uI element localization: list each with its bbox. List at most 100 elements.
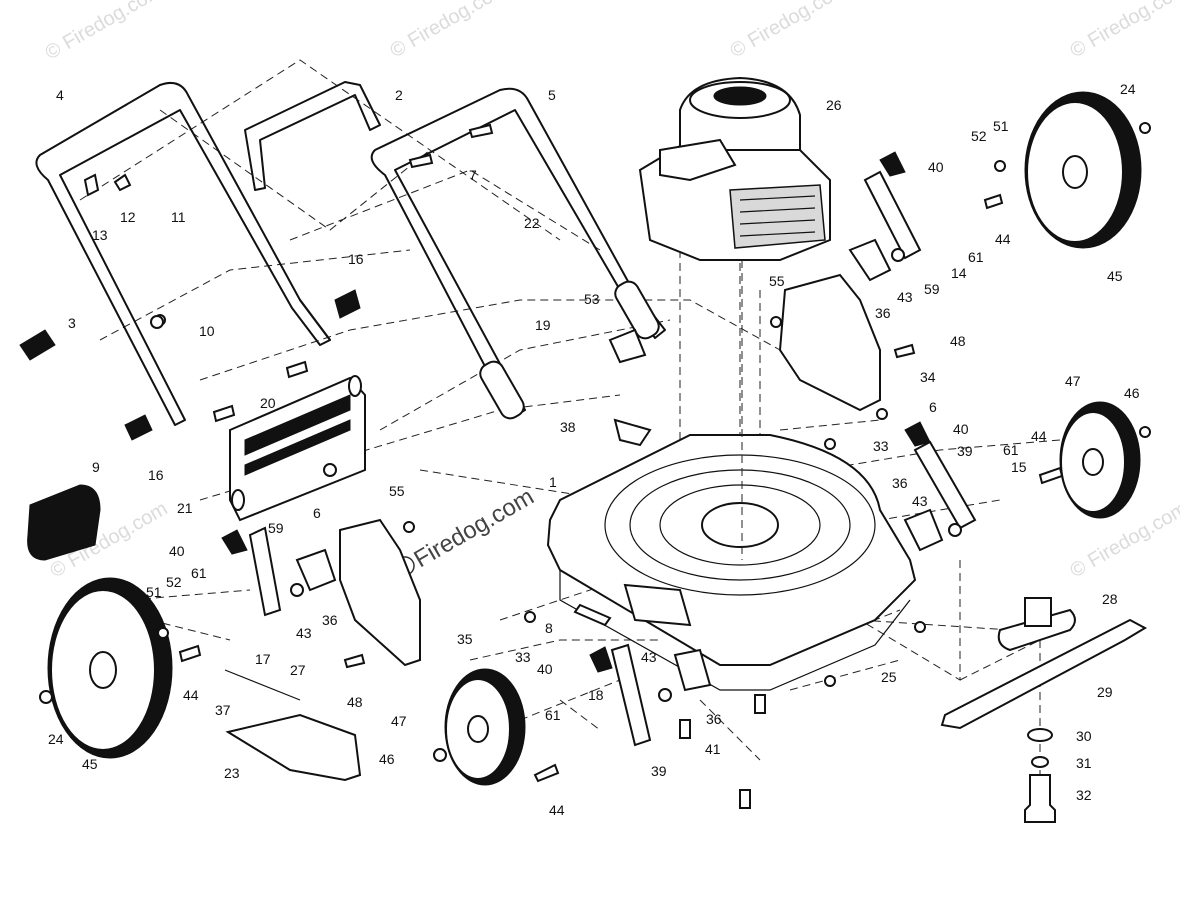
callout-label: 47	[391, 713, 407, 729]
engine	[638, 76, 831, 261]
callout-label: 21	[177, 500, 193, 516]
callout-label: 1	[549, 474, 557, 490]
callout-label: 36	[892, 475, 908, 491]
callout-label: 10	[199, 323, 215, 339]
handle-knob	[19, 329, 56, 361]
callout-label: 52	[166, 574, 182, 590]
callout-label: 35	[457, 631, 473, 647]
front-wheel-right	[1059, 401, 1141, 519]
lever-cap	[221, 529, 248, 555]
callout-label: 43	[296, 625, 312, 641]
handle-knob	[334, 289, 361, 319]
wheel-bracket-rear-right	[778, 273, 881, 412]
lock-washer	[1031, 756, 1049, 768]
blade-bolt	[1024, 774, 1056, 823]
callout-label: 40	[537, 661, 553, 677]
watermark-center: Firedog.com	[410, 483, 539, 573]
callout-label: 44	[995, 231, 1011, 247]
adjuster-plate	[903, 508, 944, 552]
lever-cap	[879, 151, 906, 177]
door-rod	[224, 669, 301, 701]
callout-label: 12	[120, 209, 136, 225]
callout-label: 6	[929, 399, 937, 415]
callout-label: 20	[260, 395, 276, 411]
callout-label: 61	[1003, 442, 1019, 458]
callout-label: 36	[875, 305, 891, 321]
lock-tab-38	[613, 418, 652, 447]
height-lever	[913, 440, 977, 530]
callout-label: 18	[588, 687, 604, 703]
hardware	[39, 122, 1151, 809]
adjuster-plate	[848, 238, 892, 282]
mower-deck	[546, 434, 917, 691]
height-lever	[610, 643, 652, 747]
adjuster-plate	[295, 548, 337, 592]
callout-label: 11	[171, 209, 186, 225]
callout-label: 61	[545, 707, 561, 723]
callout-label: 37	[215, 702, 231, 718]
callout-label: 46	[1124, 385, 1140, 401]
callout-label: 36	[322, 612, 338, 628]
callout-label: 41	[705, 741, 721, 757]
callout-label: 40	[953, 421, 969, 437]
callout-label: 23	[224, 765, 240, 781]
height-lever	[248, 526, 282, 617]
height-lever	[863, 170, 922, 260]
callout-label: 2	[395, 87, 403, 103]
callout-label: 8	[545, 620, 553, 636]
blade-washer	[1027, 728, 1053, 742]
watermark: © Firedog.com	[42, 0, 167, 64]
callout-label: 9	[92, 459, 100, 475]
upper-handle-right	[370, 87, 666, 420]
callout-label: 24	[1120, 81, 1136, 97]
callout-label: 34	[920, 369, 936, 385]
callout-label: 13	[92, 227, 108, 243]
rear-wheel-right	[1024, 91, 1142, 249]
watermark: © Firedog.com	[387, 0, 512, 62]
callout-label: 25	[881, 669, 897, 685]
adjuster-plate	[673, 648, 712, 692]
callout-label: 44	[183, 687, 199, 703]
callout-label: 31	[1076, 755, 1092, 771]
callout-label: 52	[971, 128, 987, 144]
callout-label: 40	[169, 543, 185, 559]
callout-labels: 1 2 3 4 5 6 6 7 8 9 10 11 12 13 14 15 16…	[48, 81, 1140, 818]
blade-adapter	[997, 608, 1076, 652]
callout-label: 15	[1011, 459, 1027, 475]
callout-label: 39	[957, 443, 973, 459]
callout-label: 44	[1031, 428, 1047, 444]
callout-label: 46	[379, 751, 395, 767]
callout-label: 19	[535, 317, 551, 333]
callout-label: 45	[1107, 268, 1123, 284]
callout-label: 32	[1076, 787, 1092, 803]
callout-label: 43	[897, 289, 913, 305]
callout-label: 40	[928, 159, 944, 175]
watermark: © Firedog.com	[727, 0, 852, 62]
callout-label: 22	[524, 215, 540, 231]
callout-label: 30	[1076, 728, 1092, 744]
callout-label: 61	[968, 249, 984, 265]
callout-label: 44	[549, 802, 565, 818]
callout-label: 14	[951, 265, 967, 281]
callout-label: 38	[560, 419, 576, 435]
callout-label: 55	[389, 483, 405, 499]
watermark: © Firedog.com	[1067, 0, 1180, 62]
callout-label: 45	[82, 756, 98, 772]
lever-cap	[904, 421, 931, 447]
knob-9	[27, 484, 101, 561]
callout-label: 16	[348, 251, 364, 267]
callout-label: 59	[924, 281, 940, 297]
mower-blade	[940, 618, 1148, 730]
callout-label: 61	[191, 565, 207, 581]
callout-label: 51	[146, 584, 162, 600]
callout-label: 51	[993, 118, 1009, 134]
callout-label: 47	[1065, 373, 1081, 389]
handle-knob	[124, 414, 153, 441]
callout-label: 26	[826, 97, 842, 113]
callout-label: 39	[651, 763, 667, 779]
callout-label: 53	[584, 291, 600, 307]
callout-label: 29	[1097, 684, 1113, 700]
callout-label: 33	[873, 438, 889, 454]
callout-label: 43	[912, 493, 928, 509]
